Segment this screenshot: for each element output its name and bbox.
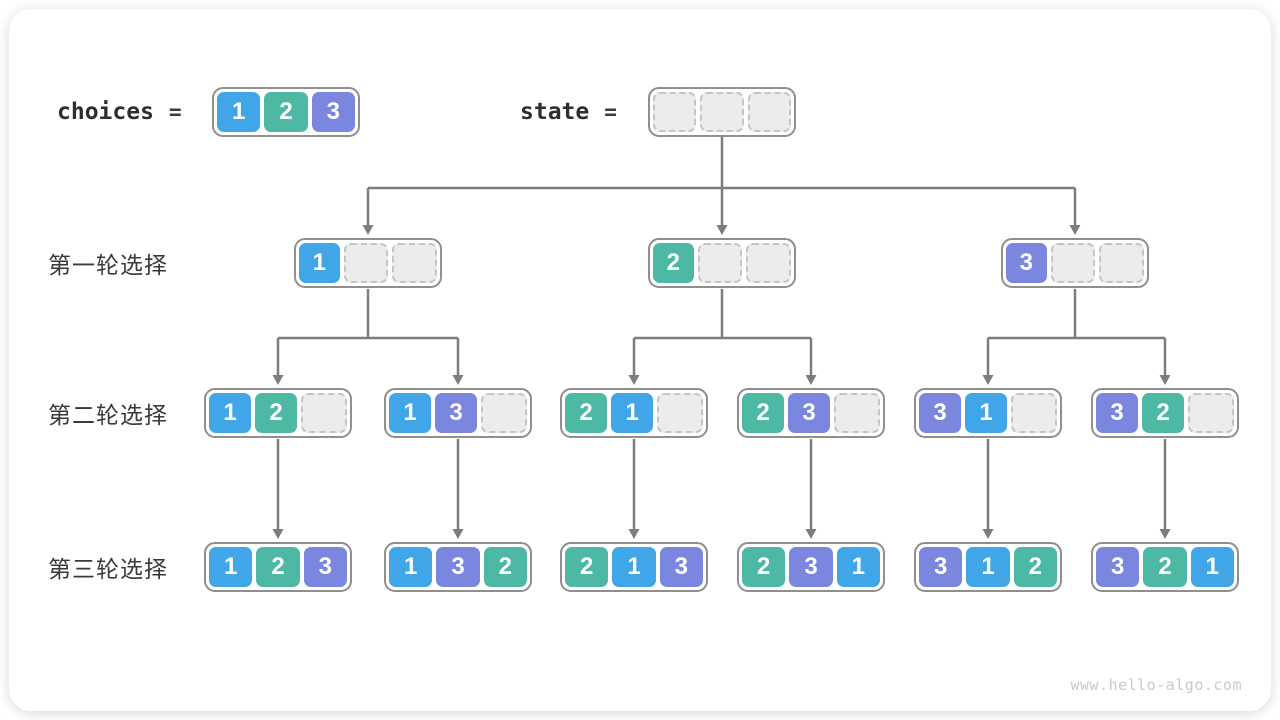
state-box [648,87,796,137]
round-2-label: 第二轮选择 [48,402,168,428]
state-label-group: state = [520,87,617,137]
arrowhead [272,375,284,385]
state-node-round1-1: 1 [294,238,442,288]
arrowhead [452,529,464,539]
arrowhead [1159,529,1171,539]
arrowhead [628,529,640,539]
empty-cell [1188,393,1234,433]
empty-cell [343,243,389,283]
watermark: www.hello-algo.com [1070,676,1242,694]
value-cell-2: 2 [255,393,297,433]
value-cell-2: 2 [653,243,694,283]
empty-cell [700,92,744,132]
arrowhead [1069,225,1081,235]
value-cell-3: 3 [436,547,480,587]
empty-cell [481,393,527,433]
arrowhead [805,375,817,385]
value-cell-3: 3 [919,547,963,587]
arrowhead [805,529,817,539]
equals-sign: = [604,100,617,124]
value-cell-2: 2 [565,393,607,433]
value-cell-3: 3 [435,393,477,433]
empty-cell [746,243,792,283]
value-cell-2: 2 [742,547,786,587]
empty-cell [834,393,880,433]
state-node-round1-2: 2 [648,238,796,288]
empty-cell [301,393,347,433]
value-cell-1: 1 [966,547,1010,587]
choices-label-group: choices = [57,87,182,137]
empty-cell [747,92,791,132]
value-cell-1: 1 [389,393,431,433]
value-cell-3: 3 [1096,547,1140,587]
value-cell-1: 1 [389,547,433,587]
value-cell-3: 3 [1096,393,1138,433]
value-cell-3: 3 [919,393,961,433]
arrowhead [1159,375,1171,385]
value-cell-2: 2 [1143,547,1187,587]
arrowhead [982,529,994,539]
value-cell-3: 3 [1006,243,1047,283]
value-cell-1: 1 [836,547,880,587]
state-label: state [520,99,590,125]
value-cell-2: 2 [1013,547,1057,587]
empty-cell [657,393,703,433]
value-cell-2: 2 [565,547,609,587]
arrowhead [716,225,728,235]
value-cell-2: 2 [483,547,527,587]
value-cell-1: 1 [1190,547,1234,587]
value-cell-3: 3 [659,547,703,587]
arrowhead [272,529,284,539]
arrowhead [362,225,374,235]
equals-sign: = [168,100,182,124]
value-cell-1: 1 [209,393,251,433]
value-cell-2: 2 [742,393,784,433]
round-3-label: 第三轮选择 [48,556,168,582]
round-1-label: 第一轮选择 [48,252,168,278]
value-cell-2: 2 [264,92,308,132]
state-node-round1-3: 3 [1001,238,1149,288]
choices-label: choices [57,99,154,125]
empty-cell [653,92,697,132]
value-cell-1: 1 [217,92,261,132]
arrowhead [628,375,640,385]
value-cell-1: 1 [611,393,653,433]
arrowhead [452,375,464,385]
value-cell-3: 3 [789,547,833,587]
value-cell-1: 1 [299,243,340,283]
empty-cell [1099,243,1145,283]
value-cell-2: 2 [1142,393,1184,433]
empty-cell [1011,393,1057,433]
arrowhead [982,375,994,385]
empty-cell [697,243,743,283]
empty-cell [392,243,438,283]
value-cell-1: 1 [965,393,1007,433]
value-cell-2: 2 [256,547,300,587]
value-cell-3: 3 [303,547,347,587]
value-cell-1: 1 [209,547,253,587]
value-cell-3: 3 [788,393,830,433]
empty-cell [1050,243,1096,283]
value-cell-1: 1 [612,547,656,587]
value-cell-3: 3 [311,92,355,132]
